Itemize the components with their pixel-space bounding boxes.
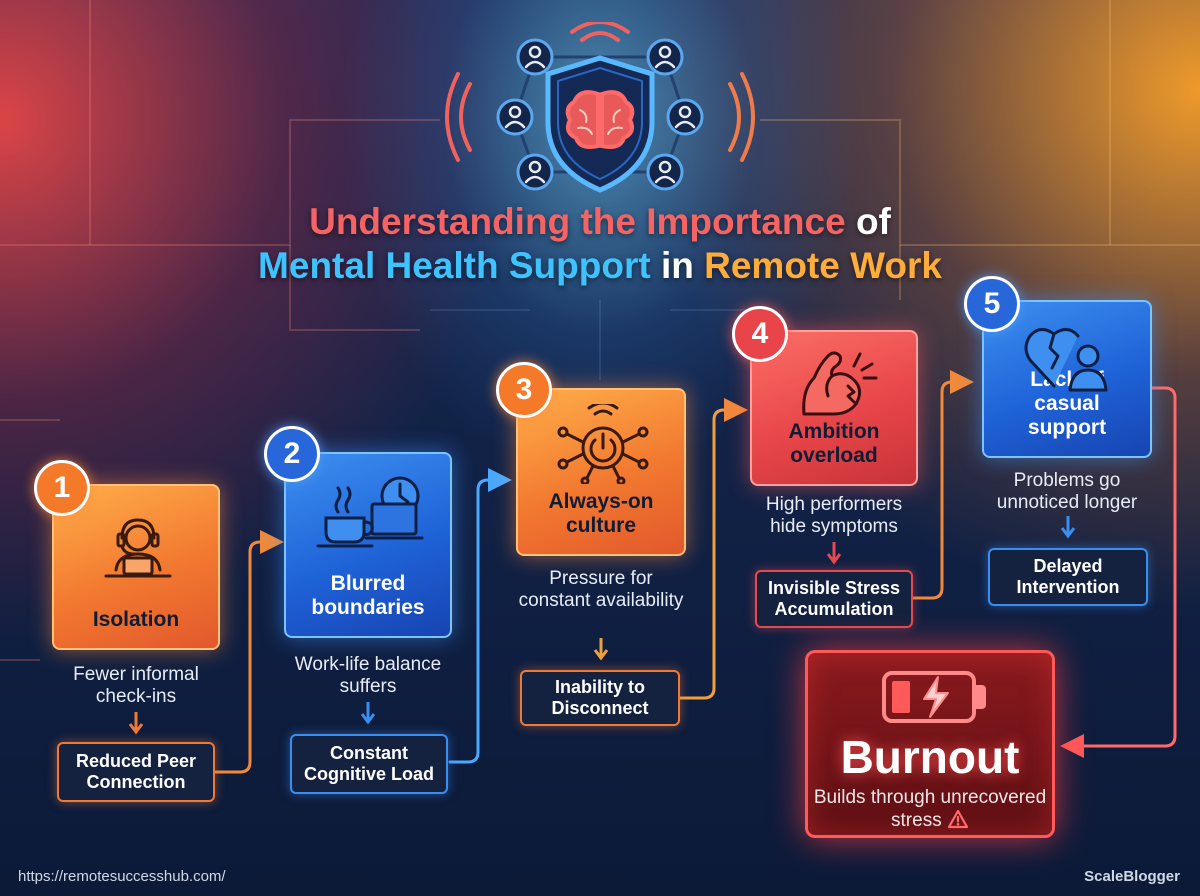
warning-triangle-icon: [947, 809, 969, 829]
step-2-badge: 2: [264, 426, 320, 482]
step-3-card: Always-on culture: [516, 388, 686, 556]
burnout-title: Burnout: [840, 731, 1020, 783]
connector-4-to-5: [910, 370, 974, 600]
connector-2-to-3: [448, 468, 512, 764]
step-2-description: Work-life balance suffers: [294, 654, 442, 697]
step-1-down-arrow: [128, 712, 144, 735]
title-word-in: in: [650, 245, 705, 286]
step-1-card: Isolation: [52, 484, 220, 650]
title-emphasis-mental-health: Mental Health Support: [258, 245, 651, 286]
step-4-down-arrow: [826, 542, 842, 565]
connector-5-to-burnout: [1060, 386, 1177, 758]
connector-1-to-2: [214, 530, 284, 774]
strained-muscle-icon: [802, 351, 878, 416]
step-2-down-arrow: [360, 702, 376, 725]
step-3-result: Inability to Disconnect: [520, 670, 680, 726]
burnout-description: Builds through unrecovered stress: [808, 787, 1052, 832]
step-2-label: Blurred boundaries: [311, 572, 425, 619]
headset-person-laptop-icon: [104, 518, 172, 578]
step-4-description: High performers hide symptoms: [765, 494, 903, 537]
step-3-down-arrow: [593, 638, 609, 661]
title-emphasis-importance: Understanding the Importance: [309, 201, 846, 242]
page-title: Understanding the Importance of Mental H…: [0, 200, 1200, 288]
coffee-laptop-clock-icon: [316, 476, 424, 548]
step-4-card: Ambition overload: [750, 330, 918, 486]
step-1-badge: 1: [34, 460, 90, 516]
step-5-card: Lack of casual support: [982, 300, 1152, 458]
title-line-1: Understanding the Importance of: [0, 200, 1200, 244]
low-battery-lightning-icon: [882, 671, 986, 723]
step-2-result: Constant Cognitive Load: [290, 734, 448, 794]
step-3-description: Pressure for constant availability: [518, 568, 684, 611]
brain-shield-network-icon: [445, 22, 755, 193]
step-3-label: Always-on culture: [548, 490, 654, 537]
power-network-icon: [557, 404, 649, 484]
step-1-result: Reduced Peer Connection: [57, 742, 215, 802]
connector-3-to-4: [678, 398, 748, 700]
title-emphasis-remote-work: Remote Work: [704, 245, 942, 286]
step-1-label: Isolation: [92, 608, 180, 631]
burnout-description-text: Builds through unrecovered stress: [813, 787, 1047, 831]
footer-brand: ScaleBlogger: [1084, 868, 1180, 885]
step-2-card: Blurred boundaries: [284, 452, 452, 638]
step-3-badge: 3: [496, 362, 552, 418]
step-5-badge: 5: [964, 276, 1020, 332]
burnout-card: Burnout Builds through unrecovered stres…: [805, 650, 1055, 838]
step-5-down-arrow: [1060, 516, 1076, 539]
title-line-2: Mental Health Support in Remote Work: [0, 244, 1200, 288]
step-5-result: Delayed Intervention: [988, 548, 1148, 606]
step-1-description: Fewer informal check-ins: [73, 664, 199, 707]
step-4-badge: 4: [732, 306, 788, 362]
title-word-of: of: [845, 201, 891, 242]
step-5-description: Problems go unnoticed longer: [996, 470, 1138, 513]
step-4-label: Ambition overload: [788, 420, 880, 467]
step-4-result: Invisible Stress Accumulation: [755, 570, 913, 628]
broken-heart-person-icon: [1024, 328, 1108, 392]
footer-url[interactable]: https://remotesuccesshub.com/: [18, 868, 226, 885]
